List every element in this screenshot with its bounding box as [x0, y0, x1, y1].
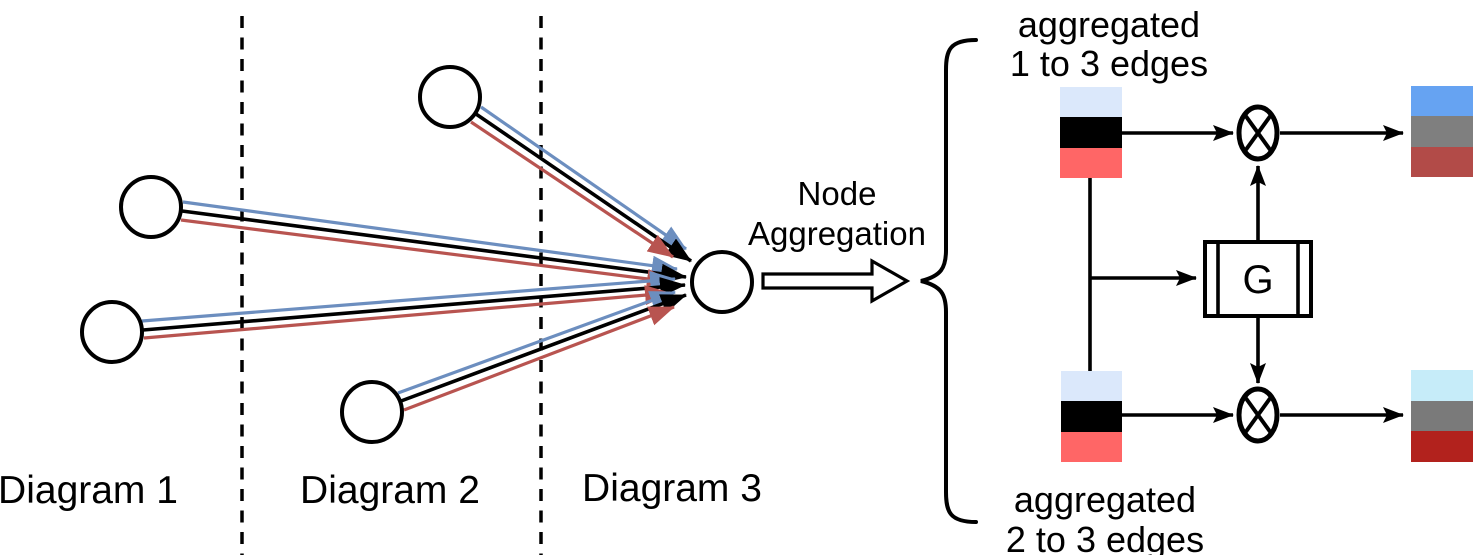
gate-box-outline	[1203, 240, 1313, 318]
hollow-right-arrow-icon	[761, 258, 911, 304]
edge-b-red	[143, 285, 671, 340]
output-cell-cyan	[1411, 370, 1473, 401]
source-node-1	[119, 175, 183, 239]
top-caption-line1: aggregated	[1018, 4, 1200, 45]
source-node-4	[340, 380, 404, 444]
output-cell-dark-red	[1411, 147, 1473, 177]
node-aggregation-label-line1: Node	[798, 175, 877, 212]
curly-brace	[920, 38, 978, 524]
target-node	[690, 250, 754, 314]
bottom-caption-line2: 2 to 3 edges	[1006, 519, 1204, 555]
edge-b-blue	[141, 270, 676, 323]
tensor-product-icon-bottom	[1236, 386, 1280, 444]
output-cell-blue	[1411, 86, 1473, 116]
node-aggregation-label-line2: Aggregation	[748, 215, 926, 252]
feature-cell-red	[1060, 148, 1122, 178]
edge-d-blue	[397, 290, 676, 395]
edge-c-red	[470, 120, 674, 259]
edge-d-black	[400, 293, 687, 403]
source-node-3	[418, 65, 482, 129]
feature-cell-light-blue	[1061, 371, 1122, 401]
source-node-2	[80, 300, 144, 364]
edge-c-black	[474, 112, 693, 263]
top-output-stack	[1411, 86, 1473, 177]
feature-cell-red	[1061, 432, 1122, 462]
gate-label: G	[1242, 258, 1273, 302]
edge-a-red	[180, 218, 673, 289]
edge-bundles	[141, 105, 693, 412]
diagram2-label: Diagram 2	[300, 469, 480, 512]
feature-cell-light-blue	[1060, 87, 1122, 117]
gate-box: G	[1203, 240, 1313, 318]
diagram3-label: Diagram 3	[582, 467, 762, 510]
output-cell-dark-red	[1411, 431, 1473, 462]
edge-c-blue	[480, 105, 687, 251]
bottom-caption-line1: aggregated	[1014, 479, 1196, 520]
aggregated-1to3-stack	[1060, 87, 1122, 178]
tensor-product-icon-top	[1236, 104, 1280, 162]
top-caption-line2: 1 to 3 edges	[1010, 43, 1208, 84]
output-cell-gray	[1411, 116, 1473, 147]
feature-cell-black	[1061, 401, 1122, 432]
feature-cell-black	[1060, 117, 1122, 148]
edge-d-red	[403, 305, 675, 412]
output-cell-gray	[1411, 401, 1473, 431]
edge-a-blue	[182, 200, 678, 276]
edge-b-black	[142, 277, 686, 332]
edge-a-black	[181, 209, 687, 284]
bottom-output-stack	[1411, 370, 1473, 462]
diagram1-label: Diagram 1	[0, 469, 178, 512]
aggregated-2to3-stack	[1061, 371, 1122, 462]
flow-connectors	[1088, 125, 1404, 423]
